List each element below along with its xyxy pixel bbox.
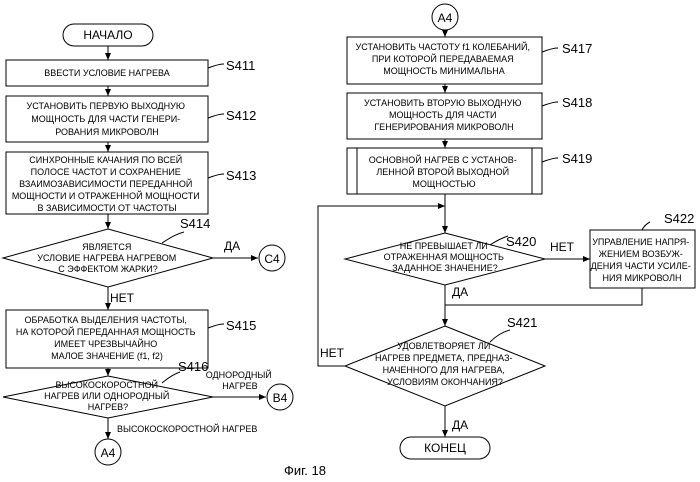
step-s411-label: S411 bbox=[226, 58, 255, 73]
step-s413-text: СИНХРОННЫЕ КАЧАНИЯ ПО ВСЕЙ ПОЛОСЕ ЧАСТОТ… bbox=[12, 154, 202, 213]
step-s411-text: ВВЕСТИ УСЛОВИЕ НАГРЕВА bbox=[44, 68, 170, 78]
step-s418-label: S418 bbox=[562, 95, 592, 110]
branch-yes-420: ДА bbox=[452, 285, 468, 299]
branch-no-414: НЕТ bbox=[110, 291, 135, 305]
decision-s420-text: НЕ ПРЕВЫШАЕТ ЛИ ОТРАЖЕННАЯ МОЩНОСТЬ ЗАДА… bbox=[384, 241, 507, 273]
end-label: КОНЕЦ bbox=[424, 441, 466, 455]
connector-a4-out-label: A4 bbox=[101, 446, 116, 460]
step-s413-label: S413 bbox=[226, 168, 256, 183]
branch-highspeed-416: ВЫСОКОСКОРОСТНОЙ НАГРЕВ bbox=[117, 423, 257, 434]
step-s417-label: S417 bbox=[562, 41, 592, 56]
branch-uniform-416: ОДНОРОДНЫЙ НАГРЕВ bbox=[206, 369, 275, 391]
step-s419-label: S419 bbox=[562, 151, 592, 166]
figure-caption: Фиг. 18 bbox=[284, 463, 326, 478]
connector-c4-label: C4 bbox=[264, 252, 280, 266]
branch-yes-414: ДА bbox=[224, 239, 240, 253]
start-label: НАЧАЛО bbox=[83, 28, 132, 42]
branch-no-421: НЕТ bbox=[320, 346, 345, 360]
decision-s420-label: S420 bbox=[506, 234, 536, 249]
step-s422-label: S422 bbox=[664, 211, 694, 226]
decision-s414-label: S414 bbox=[180, 216, 210, 231]
branch-no-420: НЕТ bbox=[550, 240, 575, 254]
decision-s416-label: S416 bbox=[178, 359, 208, 374]
decision-s421-label: S421 bbox=[507, 315, 537, 330]
branch-yes-421: ДА bbox=[452, 418, 468, 432]
step-s415-label: S415 bbox=[226, 318, 256, 333]
connector-a4-in-label: A4 bbox=[438, 11, 453, 25]
connector-b4-label: B4 bbox=[273, 391, 288, 405]
step-s412-label: S412 bbox=[226, 108, 256, 123]
